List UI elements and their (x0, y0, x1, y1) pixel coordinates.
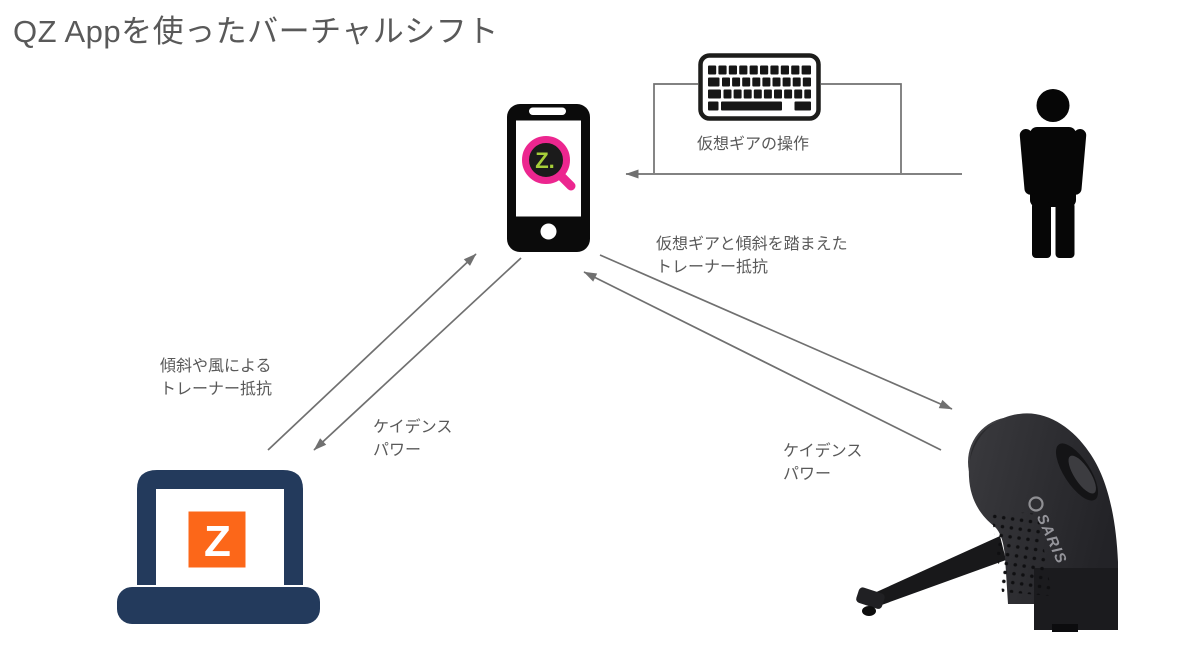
person-icon (1019, 89, 1087, 258)
laptop-base (117, 587, 320, 624)
trainer-icon: SARIS (856, 413, 1118, 632)
trainer-vents (991, 510, 1052, 596)
phone-home-button (540, 223, 557, 240)
label-incline-wind-resistance: 傾斜や風による トレーナー抵抗 (160, 358, 273, 399)
trainer-foot (856, 587, 885, 609)
connector-gear-operation (625, 83, 962, 179)
zwift-laptop-icon: Z (117, 470, 320, 624)
qz-app-logo: Z. (522, 136, 576, 191)
phone-speaker (529, 107, 566, 115)
trainer-handle-cutout (1055, 443, 1099, 501)
keyboard-icon (698, 53, 821, 121)
label-cadence-power-right: ケイデンス パワー (783, 443, 863, 484)
arrow-laptop-to-phone (267, 253, 477, 451)
keyboard-bracket-right (821, 83, 902, 173)
label-gear-operation: 仮想ギアの操作 (697, 136, 810, 153)
page-title: QZ Appを使ったバーチャルシフト (13, 14, 499, 49)
arrow-trainer-to-phone (583, 271, 942, 451)
keyboard-keys (708, 65, 811, 111)
arrow-phone-to-trainer (599, 254, 953, 410)
qz-logo-letter: Z. (535, 148, 555, 173)
label-cadence-power-left: ケイデンス パワー (373, 419, 453, 460)
qz-phone-icon: Z. (507, 104, 590, 252)
label-virtual-gear-resistance: 仮想ギアと傾斜を踏まえた トレーナー抵抗 (656, 236, 848, 277)
arrow-phone-to-laptop (313, 257, 522, 451)
trainer-leg (872, 536, 1006, 607)
keyboard-bracket-left (653, 83, 698, 173)
zwift-logo-letter: Z (204, 517, 231, 566)
connectors (267, 83, 962, 451)
zwift-logo: Z (188, 511, 246, 568)
